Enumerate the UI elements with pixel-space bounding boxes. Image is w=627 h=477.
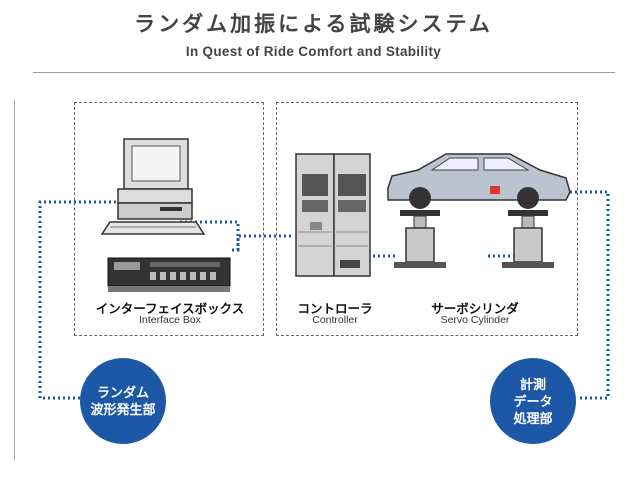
random-waveform-generator-node: ランダム 波形発生部 — [80, 358, 166, 444]
car-icon — [387, 153, 571, 209]
line-pc-to-interface — [180, 220, 240, 252]
servo-cylinder-right-icon — [502, 210, 554, 268]
left-edge-line — [14, 100, 15, 460]
random-node-line2: 波形発生部 — [90, 402, 156, 417]
random-node-line1: ランダム — [96, 385, 149, 400]
measure-node-line3: 処理部 — [513, 410, 553, 426]
controller-label-en: Controller — [312, 314, 358, 326]
line-random-to-pc — [38, 200, 116, 400]
controller-label-jp: コントローラ — [297, 302, 373, 316]
controller-icon — [295, 153, 371, 277]
page-subtitle: In Quest of Ride Comfort and Stability — [185, 44, 442, 59]
servo-cylinder-label-en: Servo Cylinder — [440, 314, 510, 326]
page-title: ランダム加振による試験システム — [134, 13, 493, 36]
test-rig-frame — [276, 102, 578, 336]
measure-node-line2: データ — [513, 393, 553, 409]
line-car-to-measure — [520, 190, 610, 400]
title-divider — [33, 72, 615, 73]
interface-box-label-en: Interface Box — [139, 314, 201, 326]
measure-node-line1: 計測 — [519, 376, 546, 392]
signal-lines — [38, 190, 610, 400]
interface-box-label-jp: インターフェイスボックス — [95, 302, 245, 316]
line-interface-to-controller — [236, 234, 294, 250]
servo-cylinder-label-jp: サーボシリンダ — [431, 302, 519, 316]
measurement-data-processing-node: 計測 データ 処理部 — [490, 358, 576, 444]
computer-icon — [100, 138, 206, 235]
servo-cylinder-left-icon — [394, 210, 446, 268]
interface-box-icon — [107, 257, 231, 292]
interface-box-frame — [74, 102, 264, 336]
